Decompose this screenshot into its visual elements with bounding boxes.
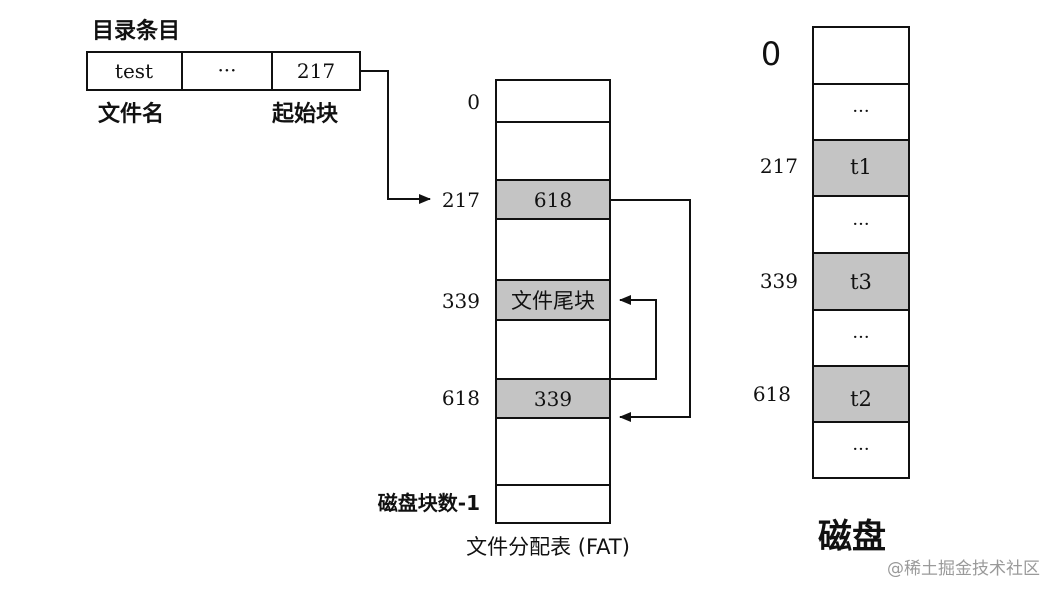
fat-row-618 [495,378,611,419]
dir-cell-name [86,51,183,91]
disk-block-618 [812,365,910,423]
disk-gap-2 [812,195,910,254]
disk-block-0 [812,26,910,85]
disk-block-339 [812,252,910,311]
disk-gap-4 [812,421,910,479]
watermark: @稀土掘金技术社区 [887,559,1040,579]
disk-label-339: 339 [760,269,798,293]
disk-gap-1 [812,83,910,141]
fat-label-last: 磁盘块数-1 [378,491,480,515]
fat-label-217: 217 [442,188,480,212]
disk-label-618: 618 [753,382,791,406]
disk-dots-2: ··· [852,214,869,235]
disk-label-217: 217 [760,154,798,178]
directory-title: 目录条目 [92,18,180,44]
dir-cell-ellipsis [181,51,273,91]
disk-block-t2: t2 [850,387,872,411]
disk-block-t1: t1 [850,155,872,179]
arrow-dir-to-fat [360,70,431,204]
disk-column: ··· t1 ··· t3 ··· t2 ··· [812,26,910,479]
dir-start-value: 217 [297,59,335,83]
fat-caption: 文件分配表 (FAT) [466,535,630,559]
dir-name-value: test [115,59,153,83]
label-start-block: 起始块 [271,101,339,127]
arrow-fat-217-to-618 [610,199,691,422]
fat-label-339: 339 [442,289,480,313]
fat-row-0 [495,79,611,123]
disk-label-0: 0 [761,35,781,73]
fat-entry-339: 文件尾块 [511,289,595,313]
fat-row-gap-1 [495,121,611,181]
fat-row-last [495,484,611,524]
fat-row-gap-3 [495,319,611,380]
label-filename: 文件名 [98,101,164,127]
disk-block-217 [812,139,910,197]
disk-gap-3 [812,309,910,367]
fat-label-0: 0 [467,90,480,114]
fat-entry-618: 339 [534,387,572,411]
directory-entry: test ··· 217 [86,51,361,91]
arrow-fat-618-to-339 [610,295,657,380]
fat-row-gap-2 [495,218,611,281]
fat-row-gap-4 [495,417,611,486]
disk-caption: 磁盘 [818,517,886,557]
disk-block-t3: t3 [850,270,872,294]
dir-ellipsis-value: ··· [217,58,236,82]
disk-dots-1: ··· [852,101,869,122]
disk-dots-4: ··· [852,439,869,460]
fat-table: 618 文件尾块 339 [495,79,611,524]
dir-cell-start [271,51,361,91]
fat-entry-217: 618 [534,188,572,212]
fat-label-618: 618 [442,386,480,410]
disk-dots-3: ··· [852,327,869,348]
